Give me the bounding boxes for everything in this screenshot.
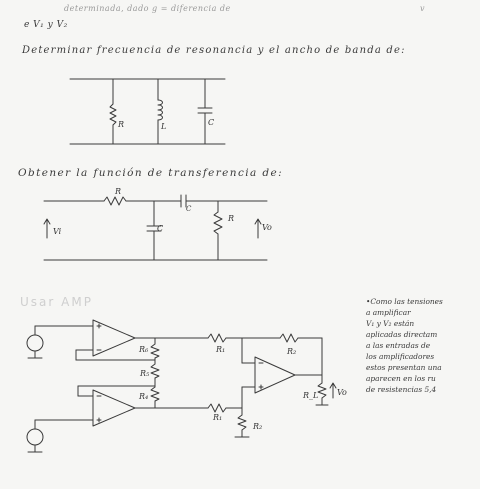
- note-line: aparecen en los ru: [366, 374, 436, 383]
- circuit2-series-r-label: R: [115, 187, 122, 196]
- problem-3-faded-title: Usar AMP: [20, 295, 93, 309]
- circuit2-shunt-r-label: R: [228, 214, 235, 223]
- header-faint-line: determinada, dado g = diferencia de: [64, 4, 231, 13]
- problem-1-title: Determinar frecuencia de resonancia y el…: [22, 45, 406, 56]
- circuit2-vo-label: Vo: [262, 223, 272, 232]
- header-faint-end: v: [420, 4, 426, 13]
- side-note: •Como las tensiones a amplificar V₁ y V₂…: [366, 296, 478, 395]
- note-line: estos presentan una: [366, 363, 442, 372]
- circuit3-r2-top-label: R₂: [287, 347, 297, 356]
- circuit3-r5-label: R₅: [140, 369, 150, 378]
- circuit3-r2-bottom-label: R₂: [253, 422, 263, 431]
- circuit1-c-label: C: [208, 118, 215, 127]
- note-line: a amplificar: [366, 308, 411, 317]
- circuit3-r1-bottom-label: R₁: [213, 413, 223, 422]
- circuit1-l-label: L: [161, 122, 167, 131]
- header-line-2: e V₁ y V₂: [24, 20, 68, 30]
- problem-2-title: Obtener la función de transferencia de:: [18, 167, 284, 179]
- note-line: de resistencias 5,4: [366, 385, 437, 394]
- note-line: a las entradas de: [366, 341, 431, 350]
- circuit2-shunt-c-label: C: [157, 224, 164, 233]
- note-line: V₁ y V₂ están: [366, 319, 415, 328]
- circuit-2-rc-filter: [43, 194, 268, 261]
- circuit3-rl-label: R_L: [303, 391, 319, 400]
- note-line: •Como las tensiones: [366, 297, 443, 306]
- note-line: aplicadas directam: [366, 330, 438, 339]
- circuit-3-instrumentation-amp: [26, 319, 337, 453]
- circuit1-r-label: R: [118, 120, 125, 129]
- circuit3-r6-label: R₆: [139, 345, 149, 354]
- circuit2-vi-label: Vi: [53, 227, 62, 236]
- circuit2-series-c-label: C: [186, 205, 192, 213]
- circuit-1-rlc-parallel: [69, 78, 226, 145]
- note-line: los amplificadores: [366, 352, 435, 361]
- circuit3-r1-label: R₁: [216, 345, 226, 354]
- circuit3-r4-label: R₄: [139, 392, 149, 401]
- circuit3-vo-label: Vo: [337, 388, 347, 397]
